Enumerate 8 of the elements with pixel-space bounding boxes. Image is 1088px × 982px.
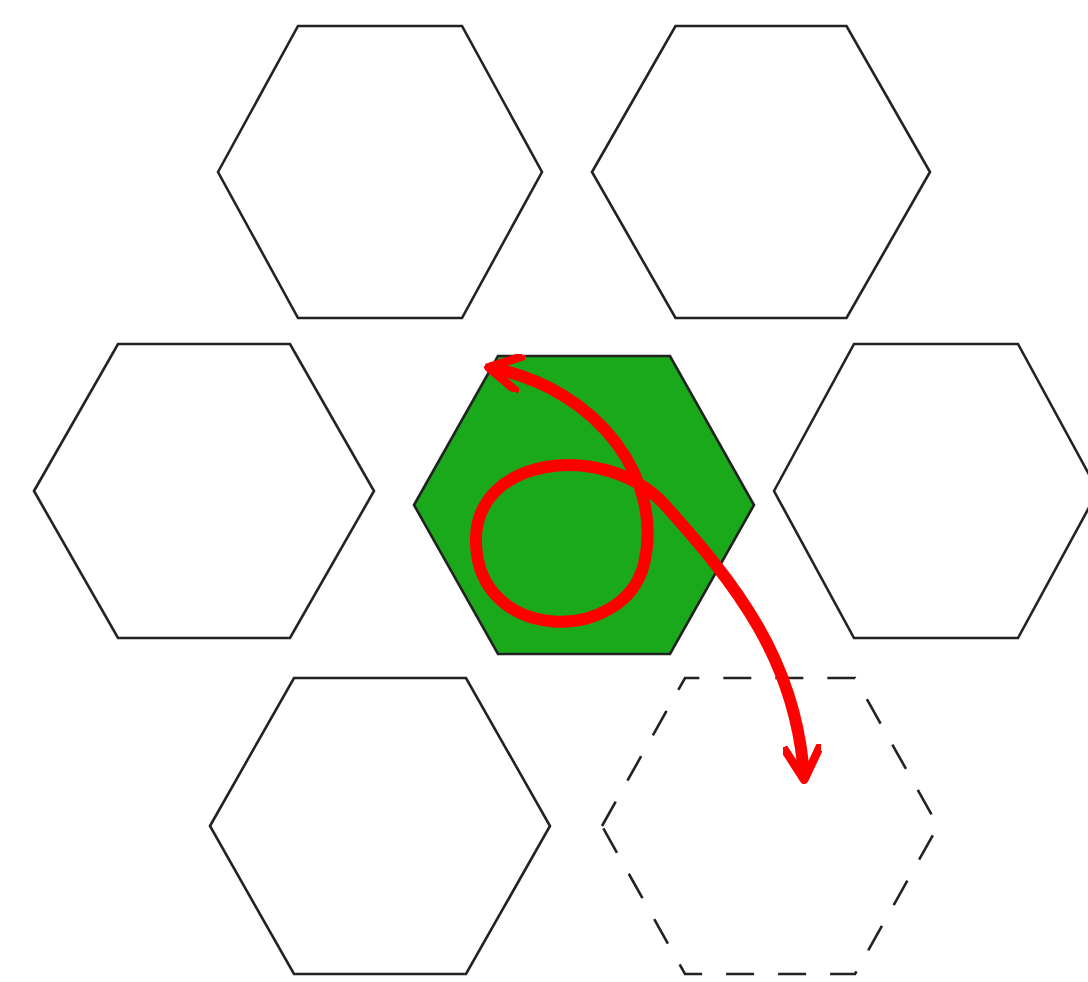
hexagon — [412, 354, 756, 656]
hexagon — [216, 24, 544, 320]
hexagon — [208, 676, 552, 976]
hexagon — [772, 342, 1088, 640]
hexagon — [590, 24, 932, 320]
curved-arrow — [470, 353, 824, 785]
dashed-hexagon — [600, 676, 940, 976]
hexagon — [32, 342, 376, 640]
